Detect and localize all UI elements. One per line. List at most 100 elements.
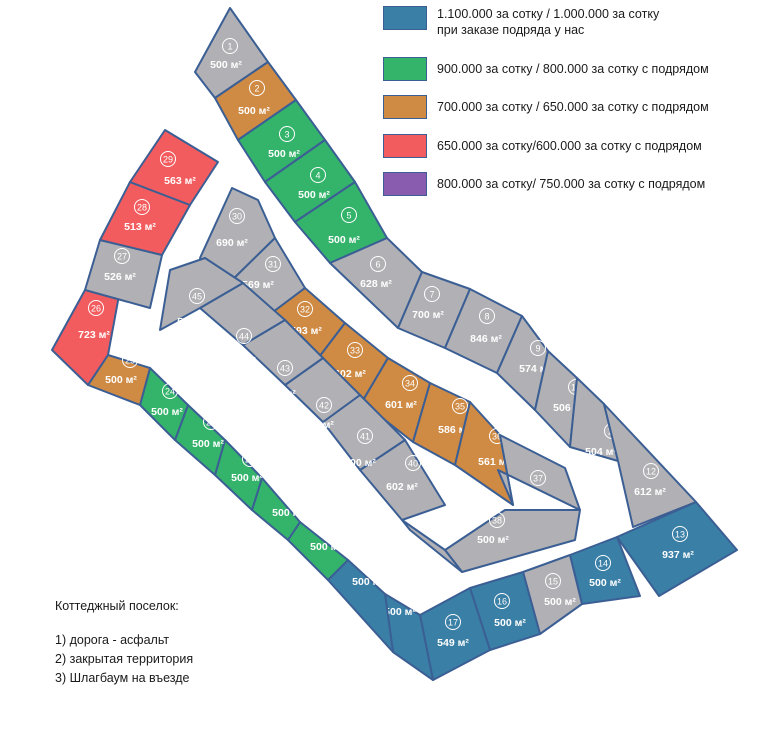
legend-label: 1.100.000 за сотку / 1.000.000 за сотку — [437, 7, 660, 21]
plot-area: 526 м² — [104, 271, 136, 283]
plot-number-circle — [479, 308, 495, 324]
plot-number-circle — [319, 517, 335, 533]
plot-number-circle — [134, 199, 150, 215]
plot-number: 2 — [254, 84, 259, 94]
plot-number-circle — [402, 375, 418, 391]
plot-number: 40 — [408, 459, 418, 469]
plot-shape[interactable] — [129, 129, 219, 206]
plot-shape[interactable] — [616, 501, 738, 597]
plot-number-circle — [494, 593, 510, 609]
plot-area: 500 м² — [544, 596, 576, 608]
legend-label: 650.000 за сотку/600.000 за сотку с подр… — [437, 139, 702, 153]
plot-area: 723 м² — [78, 329, 110, 341]
plot-21[interactable]: 21 500 м² — [251, 477, 304, 541]
plot-number: 25 — [125, 356, 135, 366]
plot-shape[interactable] — [159, 257, 244, 331]
plot-number: 37 — [533, 474, 543, 484]
legend-item-orange: 700.000 за сотку / 650.000 за сотку с по… — [383, 95, 709, 119]
plot-number: 39 — [450, 491, 460, 501]
plot-area: 602 м² — [386, 481, 418, 493]
plot-area: 700 м² — [412, 309, 444, 321]
notes-title: Коттеджный поселок: — [55, 599, 179, 613]
plot-area: 500 м² — [352, 576, 384, 588]
plot-39[interactable]: 39 602 м² — [401, 487, 463, 573]
plot-area: 513 м² — [124, 221, 156, 233]
plot-area: 500 м² — [231, 472, 263, 484]
plot-number-circle — [189, 288, 205, 304]
plot-shape[interactable] — [401, 519, 463, 573]
legend-swatch-orange — [383, 95, 427, 119]
plot-area: 500 м² — [105, 374, 137, 386]
plot-number-circle — [265, 256, 281, 272]
plot-area: 500 м² — [302, 419, 334, 431]
plot-number-circle — [160, 151, 176, 167]
plot-shape[interactable] — [327, 559, 394, 653]
plot-25[interactable]: 25 500 м² — [87, 352, 151, 406]
plot-area: 500 м² — [272, 507, 304, 519]
plot-number-circle — [162, 383, 178, 399]
plot-15[interactable]: 15 500 м² — [522, 554, 583, 635]
note-item: 3) Шлагбаум на въезде — [55, 671, 190, 685]
plot-number: 13 — [675, 530, 685, 540]
note-item: 1) дорога - асфальт — [55, 633, 170, 647]
plot-number: 35 — [455, 402, 465, 412]
plot-number: 8 — [484, 312, 489, 322]
legend-label: 700.000 за сотку / 650.000 за сотку с по… — [437, 100, 709, 114]
plot-number: 12 — [646, 467, 656, 477]
plot-area: 500 м² — [328, 234, 360, 246]
settlement-notes: Коттеджный поселок: 1) дорога - асфальт … — [55, 597, 193, 688]
plot-number-circle — [203, 414, 219, 430]
legend-label: 800.000 за сотку/ 750.000 за сотку с под… — [437, 177, 706, 191]
plot-shape[interactable] — [497, 434, 581, 511]
plot-number: 7 — [429, 290, 434, 300]
plot-number: 21 — [284, 490, 294, 500]
plot-number-circle — [445, 614, 461, 630]
plot-area: 500 м² — [589, 577, 621, 589]
plot-area: 628 м² — [360, 278, 392, 290]
plot-number: 18 — [403, 588, 413, 598]
plot-number: 32 — [300, 305, 310, 315]
plot-area: 500 м² — [238, 105, 270, 117]
plot-area: 500 м² — [310, 541, 342, 553]
plot-number-circle — [595, 555, 611, 571]
plot-number: 15 — [548, 577, 558, 587]
plot-number-circle — [310, 167, 326, 183]
plot-number-circle — [249, 80, 265, 96]
plot-number: 17 — [448, 618, 458, 628]
legend-label: 900.000 за сотку / 800.000 за сотку с по… — [437, 62, 709, 76]
plot-number-circle — [489, 428, 505, 444]
plot-number-circle — [452, 398, 468, 414]
plot-number: 24 — [165, 387, 175, 397]
plot-number: 20 — [322, 521, 332, 531]
plot-number-circle — [405, 455, 421, 471]
plot-number: 4 — [315, 171, 320, 181]
plot-11[interactable]: 11504 м² — [569, 377, 620, 462]
plot-number-circle — [489, 512, 505, 528]
plot-17[interactable]: 17 549 м² — [419, 587, 491, 681]
plot-number: 3 — [284, 130, 289, 140]
plot-area: 500 м² — [224, 355, 256, 367]
plot-area: 569 м² — [242, 279, 274, 291]
plot-number: 9 — [535, 344, 540, 354]
plot-area: 500 м² — [210, 59, 242, 71]
plot-area: 602 м² — [425, 516, 457, 528]
legend-item-blue: 1.100.000 за сотку / 1.000.000 за сотку … — [383, 6, 659, 38]
plot-number-circle — [114, 248, 130, 264]
plot-number: 33 — [350, 346, 360, 356]
plot-area: 500 м² — [344, 457, 376, 469]
plot-area: 549 м² — [437, 637, 469, 649]
note-item: 2) закрытая территория — [55, 652, 194, 666]
plot-number: 45 — [192, 292, 202, 302]
